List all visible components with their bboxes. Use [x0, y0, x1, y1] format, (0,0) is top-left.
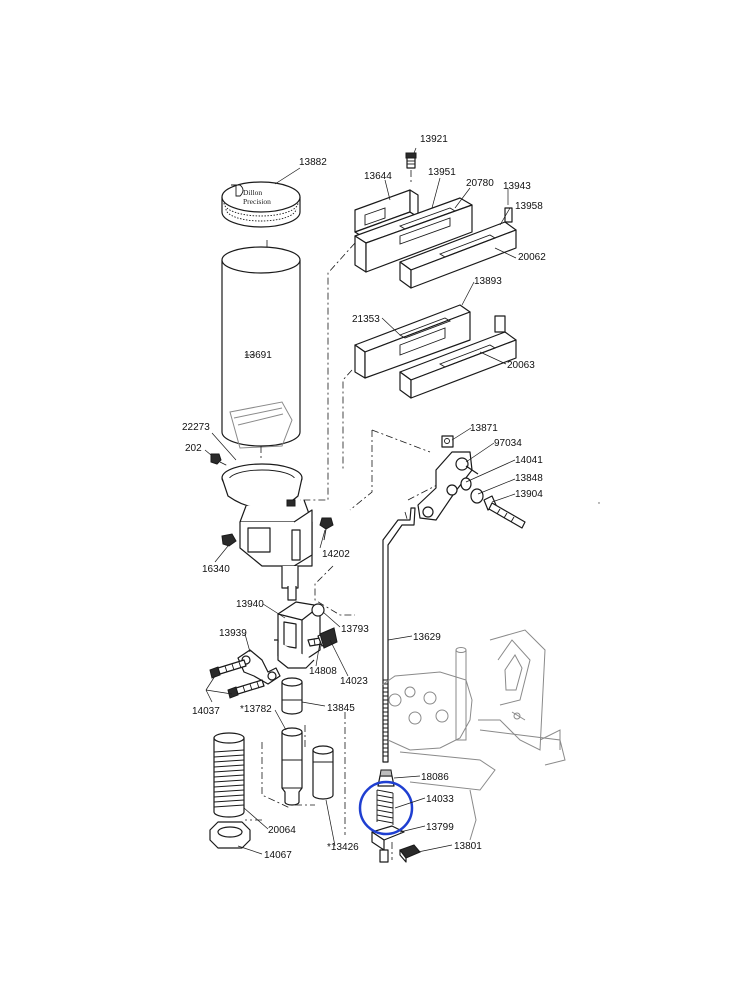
label-13799: 13799 — [426, 822, 454, 833]
label-13882: 13882 — [299, 157, 327, 168]
label-13845: 13845 — [327, 703, 355, 714]
label-14067: 14067 — [264, 850, 292, 861]
label-13951: 13951 — [428, 167, 456, 178]
label-13691: 13691 — [244, 350, 272, 361]
label-20063: 20063 — [507, 360, 535, 371]
part-202-screw — [210, 453, 229, 467]
part-20062-bar — [399, 207, 517, 289]
press-frame — [381, 629, 566, 841]
label-20780: 20780 — [466, 178, 494, 189]
part-16340-screw — [221, 533, 237, 547]
part-13799-clip — [371, 825, 405, 863]
highlight-circle-14033 — [358, 780, 414, 836]
label-202: 202 — [185, 443, 202, 454]
label-14033: 14033 — [426, 794, 454, 805]
label-13782: *13782 — [240, 704, 272, 715]
part-13691-hopper-tube — [221, 246, 301, 458]
label-13426: *13426 — [327, 842, 359, 853]
label-21353: 21353 — [352, 314, 380, 325]
part-13921-bushing — [405, 152, 417, 182]
logo-line1: Dillon — [243, 188, 262, 197]
leader-lines — [204, 147, 517, 855]
label-20062: 20062 — [518, 252, 546, 263]
label-18086: 18086 — [421, 772, 449, 783]
stray-dot — [598, 502, 600, 504]
part-14033-spring — [376, 789, 394, 825]
label-13629: 13629 — [413, 632, 441, 643]
part-97034-bracket — [417, 435, 479, 521]
part-13845-bushing — [281, 677, 303, 715]
label-13644: 13644 — [364, 171, 392, 182]
label-14041: 14041 — [515, 455, 543, 466]
part-13882-hopper-lid: Dillon Precision — [221, 181, 301, 228]
part-14037-bolt-upper — [209, 659, 247, 679]
label-14023: 14023 — [340, 676, 368, 687]
label-14202: 14202 — [322, 549, 350, 560]
part-21353-bar — [354, 304, 471, 379]
part-13951-bar — [354, 197, 473, 273]
part-14041-washer — [460, 477, 484, 504]
part-20063-bar — [399, 315, 517, 399]
label-13801: 13801 — [454, 841, 482, 852]
label-13939: 13939 — [219, 628, 247, 639]
label-14037: 14037 — [192, 706, 220, 717]
label-16340: 16340 — [202, 564, 230, 575]
part-13801-clip — [399, 844, 421, 863]
label-13921: 13921 — [420, 134, 448, 145]
label-13958: 13958 — [515, 201, 543, 212]
part-20064-threaded-tube — [213, 732, 245, 818]
part-13629-rod — [382, 507, 416, 763]
part-22273-powder-measure-body — [221, 463, 313, 601]
part-labels: 13921 13882 13644 13951 20780 13943 1395… — [182, 134, 546, 861]
label-13871: 13871 — [470, 423, 498, 434]
label-13793: 13793 — [341, 624, 369, 635]
part-13904-bolt — [483, 495, 526, 529]
label-13848: 13848 — [515, 473, 543, 484]
label-22273: 22273 — [182, 422, 210, 433]
label-97034: 97034 — [494, 438, 522, 449]
part-14067-nut — [209, 821, 251, 849]
label-13904: 13904 — [515, 489, 543, 500]
logo-line2: Precision — [243, 197, 271, 206]
label-14808: 14808 — [309, 666, 337, 677]
part-14023-screw — [317, 627, 338, 649]
label-13940: 13940 — [236, 599, 264, 610]
label-13943: 13943 — [503, 181, 531, 192]
label-13893: 13893 — [474, 276, 502, 287]
part-13782-tube — [281, 727, 303, 806]
label-20064: 20064 — [268, 825, 296, 836]
part-13426-tube — [312, 745, 334, 800]
part-14037-bolt-lower — [227, 679, 265, 699]
part-14202-screw — [319, 517, 334, 541]
part-13940-housing — [274, 601, 325, 669]
